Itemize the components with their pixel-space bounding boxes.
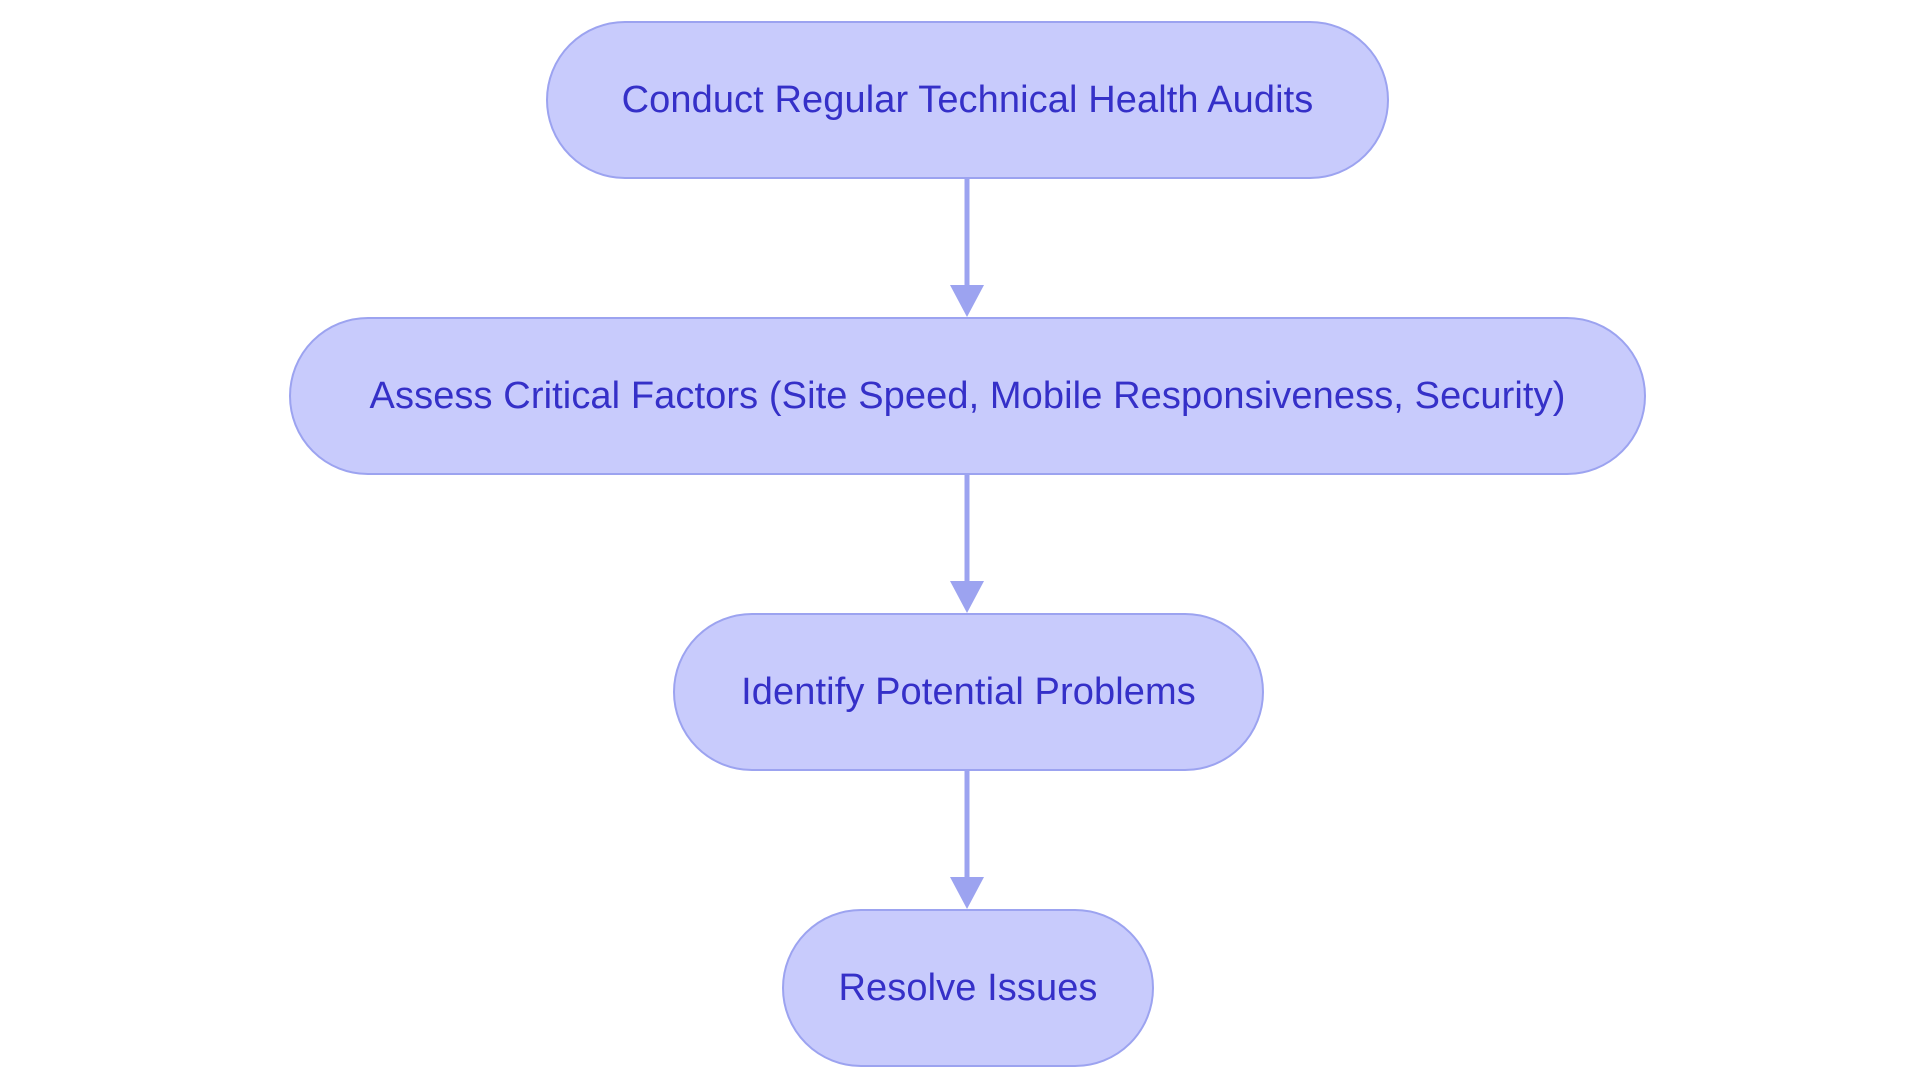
node-conduct-audits: Conduct Regular Technical Health Audits [546, 21, 1389, 179]
arrowhead-icon [950, 877, 984, 909]
node-label: Resolve Issues [838, 966, 1098, 1009]
node-label: Identify Potential Problems [741, 670, 1196, 713]
edge-2 [950, 475, 984, 613]
edge-3 [950, 771, 984, 909]
node-resolve-issues: Resolve Issues [782, 909, 1154, 1067]
node-identify-problems: Identify Potential Problems [673, 613, 1264, 771]
node-label: Conduct Regular Technical Health Audits [621, 78, 1314, 121]
node-assess-factors: Assess Critical Factors (Site Speed, Mob… [289, 317, 1646, 475]
arrowhead-icon [950, 581, 984, 613]
arrowhead-icon [950, 285, 984, 317]
edge-1 [950, 179, 984, 317]
node-label: Assess Critical Factors (Site Speed, Mob… [369, 374, 1566, 417]
